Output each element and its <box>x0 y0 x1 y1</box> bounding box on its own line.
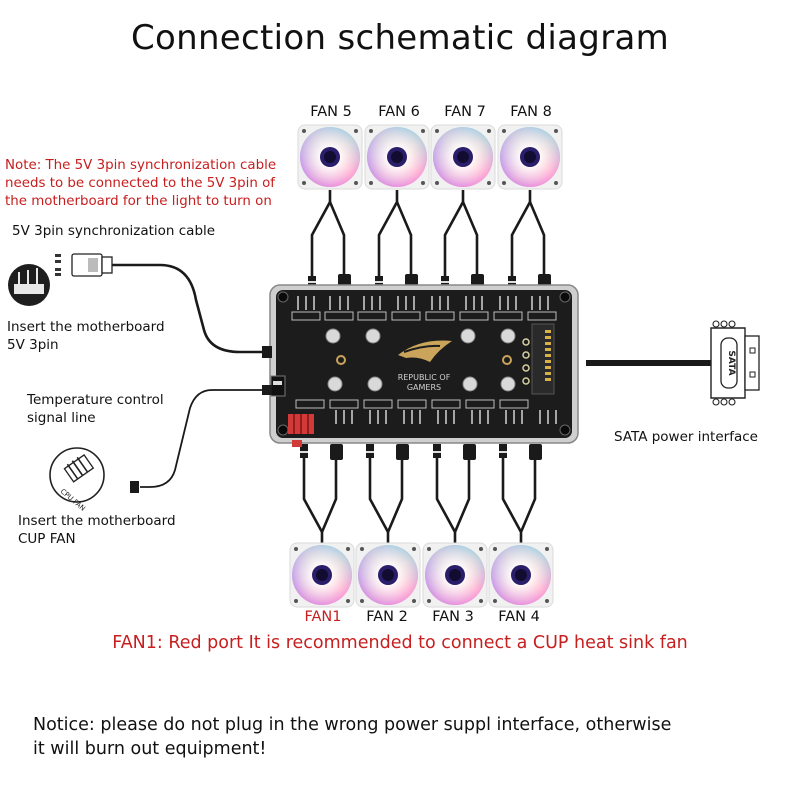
sync-connector-icon <box>71 253 103 277</box>
fan-label-top: FAN 6 <box>378 104 420 120</box>
fan-top-6 <box>364 124 430 292</box>
temp-line2: signal line <box>27 410 96 426</box>
fan-label-bottom: FAN 4 <box>498 609 540 625</box>
fan-top-7 <box>430 124 496 292</box>
fan-bottom-3 <box>422 442 488 608</box>
fan-bottom-4 <box>488 442 554 608</box>
fan-bottom-2 <box>355 442 421 608</box>
insert-5v-line1: Insert the motherboard <box>7 319 165 335</box>
fan-label-top: FAN 8 <box>510 104 552 120</box>
fan-label-bottom: FAN 2 <box>366 609 408 625</box>
page-title: Connection schematic diagram <box>130 18 670 58</box>
fan-label-top: FAN 5 <box>310 104 352 120</box>
notice-line1: Notice: please do not plug in the wrong … <box>33 715 672 735</box>
note-line: Note: The 5V 3pin synchronization cable <box>5 158 277 173</box>
sata-cable: SATA <box>586 320 760 406</box>
rog-logo-text: REPUBLIC OF <box>398 373 451 382</box>
fan-top-8 <box>497 124 563 292</box>
sata-label: SATA power interface <box>614 429 758 445</box>
note-line: needs to be connected to the 5V 3pin of <box>5 176 276 191</box>
cpu-fan-header-icon <box>49 447 105 503</box>
note-line: the motherboard for the light to turn on <box>5 194 272 209</box>
power-notice: Notice: please do not plug in the wrong … <box>33 713 793 761</box>
fan1-red-port-note: FAN1: Red port It is recommended to conn… <box>112 633 688 653</box>
insert-5v-line2: 5V 3pin <box>7 337 59 353</box>
rog-logo-icon <box>398 340 452 362</box>
fan-label-bottom: FAN 3 <box>432 609 474 625</box>
notice-line2: it will burn out equipment! <box>33 739 267 759</box>
fan-label-top: FAN 7 <box>444 104 486 120</box>
rog-logo-text: GAMERS <box>407 383 441 392</box>
sata-connector-icon <box>710 327 746 399</box>
fan-bottom-1 <box>289 442 355 608</box>
insert-cpu-line1: Insert the motherboard <box>18 513 176 529</box>
sata-connector-text: SATA <box>726 350 736 375</box>
insert-5v-label: Insert the motherboard 5V 3pin <box>7 318 165 354</box>
fan1-red-port <box>288 414 314 434</box>
fan-label-bottom-fan1: FAN1 <box>304 609 342 625</box>
insert-cpu-line2: CUP FAN <box>18 531 76 547</box>
cpu-fan-badge-text: CPU FAN <box>59 487 87 512</box>
insert-cpu-fan-label: Insert the motherboard CUP FAN <box>18 512 176 548</box>
temp-line1: Temperature control <box>27 392 164 408</box>
fan-top-5 <box>297 124 363 292</box>
hub-board: REPUBLIC OF GAMERS <box>269 284 579 447</box>
temp-control-label: Temperature control signal line <box>27 391 164 427</box>
motherboard-3pin-header-icon <box>8 264 50 306</box>
sync-cable-note: Note: The 5V 3pin synchronization cable … <box>5 157 305 211</box>
sync-cable-label: 5V 3pin synchronization cable <box>12 223 216 239</box>
